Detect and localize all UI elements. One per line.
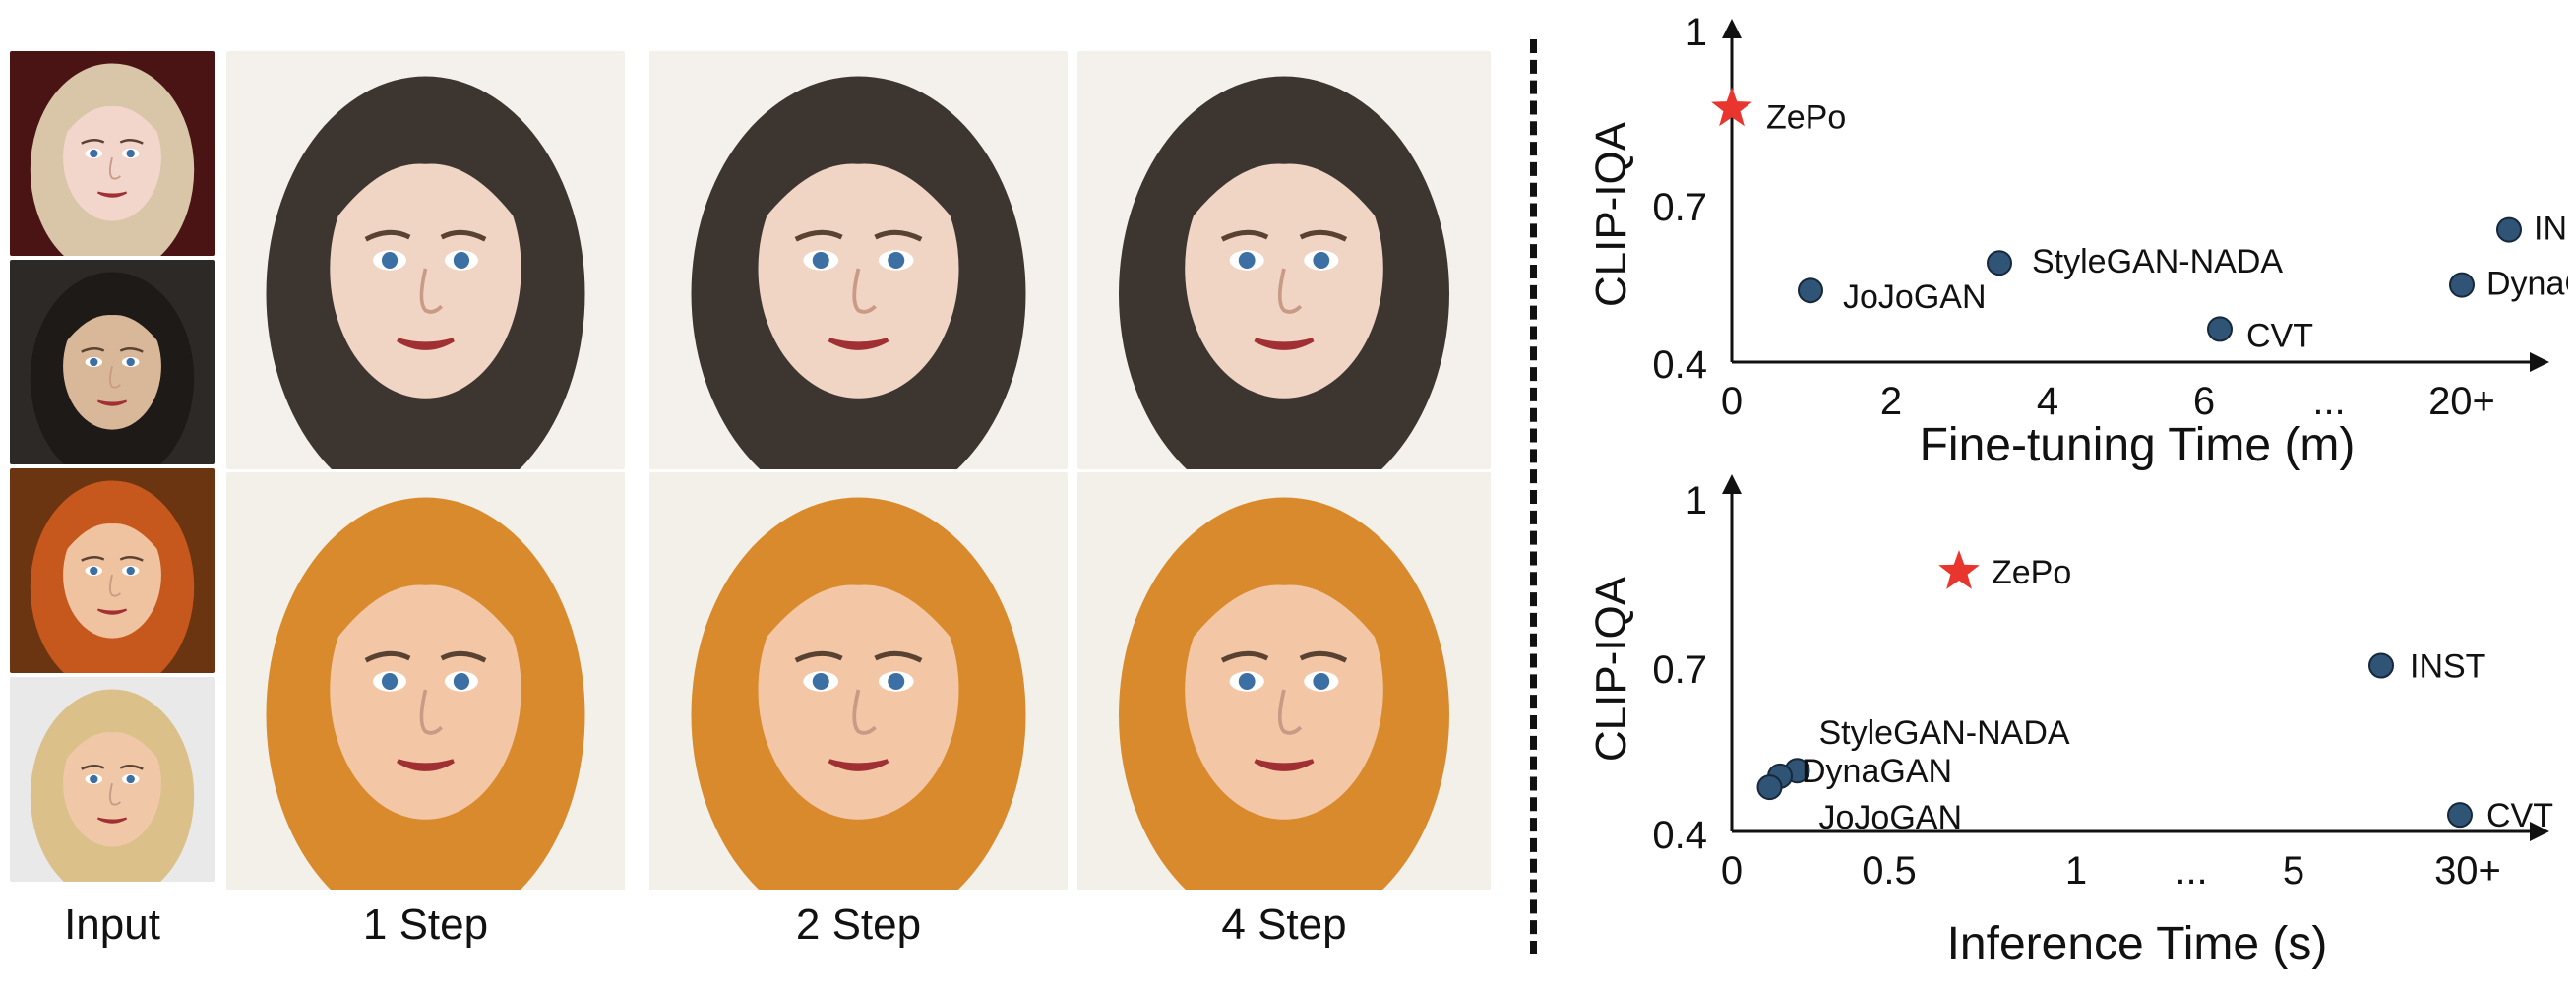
- chart2-point-cvt: [2447, 802, 2473, 829]
- chart2-point-label-cvt: CVT: [2486, 797, 2553, 834]
- caption-input: Input: [64, 900, 160, 949]
- output-step-1-stylized-blonde: [226, 472, 625, 890]
- input-thumbnail-style-reference-anime-redhead: [10, 468, 215, 673]
- chart1-x-axis-title: Fine-tuning Time (m): [1920, 419, 2356, 471]
- chart2-x-tick-label: 1: [2065, 849, 2087, 892]
- chart2-x-axis-title: Inference Time (s): [1947, 918, 2328, 970]
- chart2-point-jojogan: [1756, 774, 1783, 801]
- chart1-x-tick-label: 0: [1721, 380, 1743, 423]
- caption-1-step: 1 Step: [362, 900, 489, 949]
- chart2-y-tick-label: 0.4: [1652, 814, 1707, 857]
- chart2-x-axis-arrow: [2530, 822, 2549, 841]
- chart2-y-tick-label: 0.7: [1652, 648, 1707, 692]
- chart2-x-tick-label: 0.5: [1862, 849, 1917, 892]
- chart2-x-tick-label: 0: [1721, 849, 1743, 892]
- chart2-point-label-jojogan: JoJoGAN: [1819, 799, 1963, 836]
- chart2-point-label-zepo: ZePo: [1992, 554, 2071, 591]
- chart2-y-axis-arrow: [1722, 474, 1742, 494]
- chart1-y-axis-arrow: [1722, 19, 1742, 38]
- chart2-x-tick-label: 30+: [2434, 849, 2501, 892]
- chart2-y-tick-label: 1: [1686, 479, 1707, 522]
- chart2-point-inst: [2368, 652, 2394, 679]
- output-step-2-stylized-blonde: [649, 472, 1068, 890]
- chart2-point-label-stylegan-nada: StyleGAN-NADA: [1819, 714, 2070, 752]
- chart2-y-axis-title: CLIP-IQA: [1587, 576, 1635, 762]
- output-step-4-stylized-blonde: [1077, 472, 1491, 890]
- chart1-point-cvt: [2207, 316, 2233, 342]
- chart2-point-label-inst: INST: [2410, 648, 2485, 686]
- chart1-point-stylegan-nada: [1987, 250, 2012, 276]
- chart1-x-tick-label: 20+: [2428, 380, 2495, 423]
- chart1-y-axis-title: CLIP-IQA: [1587, 121, 1635, 307]
- output-step-2-stylized-dark-hair: [649, 51, 1068, 469]
- caption-2-step: 2 Step: [795, 900, 922, 949]
- input-thumbnail-content-photo-blonde: [10, 677, 215, 882]
- scatter-charts: 1 0.7 0.4 0 2 4 6... 20+ Fine-tuning Time (m) CLI…: [1587, 11, 2568, 970]
- chart2-x-tick-label: ...: [2175, 849, 2207, 892]
- chart1-x-tick-label: 6: [2193, 380, 2215, 423]
- chart1-x-tick-label: 2: [1880, 380, 1902, 423]
- chart1-point-label-cvt: CVT: [2246, 317, 2313, 354]
- chart2-point-label-dynagan: DynaGAN: [1802, 753, 1952, 790]
- chart1-point-label-jojogan: JoJoGAN: [1843, 278, 1987, 316]
- input-thumbnail-content-photo-dark-hair: [10, 260, 215, 464]
- chart1-x-axis-arrow: [2530, 352, 2549, 372]
- chart2-point-zepo-star: [1938, 550, 1980, 589]
- chart1-x-tick-label: 4: [2037, 380, 2058, 423]
- chart1-point-zepo-star: [1711, 87, 1752, 127]
- output-step-1-stylized-dark-hair: [226, 51, 625, 469]
- chart1-point-label-dynagan: DynaGAN: [2486, 266, 2568, 303]
- chart1-x-tick-label: ...: [2312, 380, 2345, 423]
- output-step-4-stylized-dark-hair: [1077, 51, 1491, 469]
- dashed-divider: [1530, 39, 1537, 954]
- chart1-point-jojogan: [1798, 277, 1823, 304]
- chart2-x-tick-label: 5: [2283, 849, 2304, 892]
- chart1-point-label-inst: INST: [2534, 211, 2568, 248]
- input-thumbnail-style-reference-anime-blonde: [10, 51, 215, 256]
- caption-4-step: 4 Step: [1221, 900, 1347, 949]
- chart1-point-dynagan: [2449, 272, 2475, 298]
- chart1-point-inst: [2496, 216, 2522, 243]
- chart1-point-label-zepo: ZePo: [1766, 98, 1846, 136]
- chart1-point-label-stylegan-nada: StyleGAN-NADA: [2032, 243, 2283, 280]
- chart1-y-tick-label: 0.4: [1652, 343, 1707, 387]
- chart1-y-tick-label: 0.7: [1652, 186, 1707, 229]
- chart1-y-tick-label: 1: [1686, 11, 1707, 54]
